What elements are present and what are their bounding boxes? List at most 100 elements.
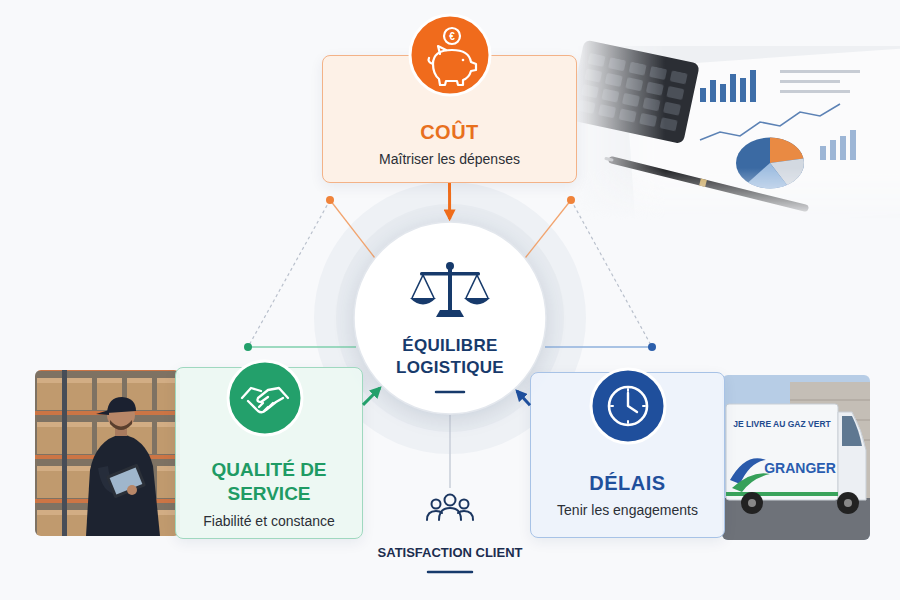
- finance-photo: [700, 70, 756, 102]
- underline-mark: [428, 392, 472, 572]
- scale-icon: [410, 298, 436, 305]
- truck-photo: [837, 492, 859, 514]
- warehouse-photo: [96, 410, 109, 415]
- finance-photo: [575, 46, 900, 221]
- box-title: DÉLAIS: [538, 471, 718, 495]
- guide-dot: [244, 343, 252, 351]
- finance-photo: [780, 80, 840, 83]
- warehouse-photo: [127, 485, 137, 495]
- truck-photo: [722, 498, 870, 540]
- finance-photo: [567, 39, 900, 232]
- halo-ring: [314, 182, 586, 454]
- handshake-icon: [242, 388, 261, 398]
- piggy-bank-icon: [410, 15, 490, 95]
- finance-photo: [567, 39, 900, 232]
- finance-photo: [625, 48, 900, 232]
- clock-icon: [591, 369, 665, 443]
- truck-lettering: JE LIVRE AU GAZ VERT: [733, 419, 830, 430]
- truck-photo: [790, 419, 870, 421]
- warehouse-photo: [110, 467, 143, 494]
- guide-dot: [567, 196, 575, 204]
- truck-photo: [748, 499, 756, 507]
- warehouse-photo: [107, 401, 135, 429]
- guide-dot: [648, 343, 656, 351]
- finance-photo: [840, 136, 846, 160]
- handshake-icon: [259, 403, 273, 411]
- guide-line: [545, 346, 652, 348]
- finance-photo: [780, 70, 860, 93]
- guide-line: [248, 346, 356, 348]
- finance-photo: [612, 160, 805, 208]
- scale-icon: [436, 310, 464, 317]
- truck-photo: [726, 492, 838, 496]
- finance-photo: [700, 88, 706, 102]
- warehouse-photo: [98, 466, 126, 494]
- people-icon: [427, 495, 473, 521]
- guide-dot: [244, 196, 656, 351]
- scale-icon: [420, 272, 480, 276]
- handshake-icon: [257, 388, 288, 402]
- people-icon: [458, 511, 473, 520]
- clock-icon: [609, 387, 647, 425]
- warehouse-photo: [115, 424, 127, 436]
- underline-mark: [436, 391, 464, 394]
- truck-photo: [790, 382, 870, 498]
- flow-arrow: [517, 391, 530, 405]
- piggy-bank-icon: [438, 46, 446, 54]
- handshake-icon: [248, 398, 283, 412]
- truck-photo: [726, 404, 838, 500]
- finance-photo: [748, 163, 787, 188]
- people-icon: [439, 508, 461, 520]
- handshake-icon: [228, 361, 302, 435]
- finance-photo: [780, 70, 860, 73]
- truck-photo: [741, 492, 763, 514]
- guide-dot: [326, 196, 334, 204]
- truck-photo: [838, 412, 866, 500]
- clock-icon: [611, 389, 645, 423]
- people-icon: [432, 500, 441, 509]
- piggy-bank-icon: [462, 59, 465, 62]
- guide-line: [522, 200, 571, 262]
- finance-photo: [567, 39, 699, 144]
- outcome-label: SATISFACTION CLIENT: [378, 545, 523, 560]
- piggy-bank-icon: [444, 28, 460, 44]
- box-subtitle: Tenir les engagements: [535, 501, 720, 519]
- warehouse-photo: [86, 434, 160, 536]
- clock-icon: [591, 369, 665, 443]
- truck-photo: [790, 400, 870, 440]
- piggy-bank-icon: [410, 15, 490, 95]
- box-title: QUALITÉ DE SERVICE: [199, 458, 339, 506]
- delay-box: DÉLAIS Tenir les engagements: [530, 372, 725, 538]
- truck-photo: [730, 458, 766, 484]
- people-icon: [445, 495, 456, 506]
- box-title: COÛT: [335, 120, 565, 144]
- people-icon: [460, 500, 469, 509]
- cost-box: COÛTMaîtriser les dépenses: [322, 55, 577, 183]
- truck-photo: [842, 416, 862, 446]
- circle-title: ÉQUILIBRE LOGISTIQUE: [385, 335, 515, 379]
- finance-photo: [577, 53, 691, 136]
- piggy-bank-icon: [433, 50, 476, 85]
- finance-photo: [770, 159, 804, 185]
- finance-photo: [700, 182, 706, 184]
- handshake-icon: [242, 388, 288, 412]
- scale-icon: [448, 266, 452, 311]
- halo-ring: [336, 204, 564, 432]
- handshake-icon: [228, 361, 302, 435]
- finance-photo: [700, 104, 840, 140]
- finance-photo: [770, 138, 804, 164]
- finance-photo: [736, 138, 804, 189]
- piggy-bank-icon: [429, 58, 434, 64]
- underline-mark: [428, 571, 472, 574]
- warehouse-photo: [35, 370, 180, 536]
- finance-photo: [730, 74, 736, 102]
- finance-photo: [780, 90, 850, 93]
- people-icon: [427, 511, 442, 520]
- guide-line: [330, 200, 378, 262]
